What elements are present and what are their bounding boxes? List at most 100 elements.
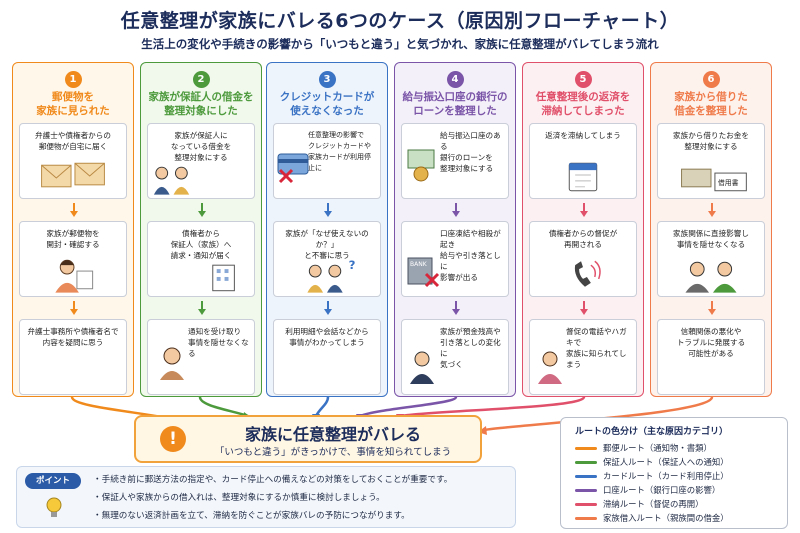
couple-icon xyxy=(153,166,190,195)
step-card: 家族が「なぜ使えないのか？」 と不審に思う ? xyxy=(273,221,381,297)
bank-icon: BANK xyxy=(407,257,440,288)
route-column-family-loan: 6 家族から借りた 借金を整理した 家族から借りたお金を 整理対象にする 借用書… xyxy=(650,62,772,397)
route-column-delinquency: 5 任意整理後の返済を 滞納してしまった 返済を滞納してしまう 債権者からの督促… xyxy=(522,62,644,397)
step-card: 弁護士や債権者からの 郵便物が自宅に届く xyxy=(19,123,127,199)
route-number: 4 xyxy=(446,71,464,88)
route-number: 2 xyxy=(192,71,210,88)
result-box: ! 家族に任意整理がバレる 「いつもと違う」がきっかけで、事情を知られてしまう xyxy=(134,415,482,463)
step-text: 債権者から 保証人（家族）へ 請求・通知が届く xyxy=(170,229,232,260)
arrow-down-icon xyxy=(580,301,588,315)
step-card: 家族が郵便物を 開封・確認する xyxy=(19,221,127,297)
legend-label: 郵便ルート（通知物・書類） xyxy=(603,443,712,453)
step-card: 督促の電話やハガキで 家族に知られてしまう xyxy=(529,319,637,395)
route-column-mail: 1 郵便物を 家族に見られた 弁護士や債権者からの 郵便物が自宅に届く 家族が郵… xyxy=(12,62,134,397)
step-text: 督促の電話やハガキで 家族に知られてしまう xyxy=(566,327,627,369)
legend-swatch xyxy=(575,447,597,450)
arrow-down-icon xyxy=(708,301,716,315)
step-text: 弁護士や債権者からの 郵便物が自宅に届く xyxy=(35,131,111,151)
legend-label: 口座ルート（銀行口座の影響） xyxy=(603,485,721,495)
step-text: 返済を滞納してしまう xyxy=(545,131,621,140)
route-title: 給与振込口座の銀行の ローンを整理した xyxy=(402,91,508,117)
surprised-man-icon xyxy=(410,351,434,384)
step-text: 利用明細や会話などから 事情がわかってしまう xyxy=(285,327,369,347)
bank-label: BANK xyxy=(410,261,428,268)
step-card: 通知を受け取り 事情を隠せなくなる xyxy=(147,319,255,395)
arrow-down-icon xyxy=(452,203,460,217)
anxious-woman-icon xyxy=(538,351,562,384)
legend-item: 滞納ルート（督促の再開） xyxy=(575,498,704,510)
route-number: 3 xyxy=(318,71,336,88)
step-text: 家族から借りたお金を 整理対象にする xyxy=(673,131,749,151)
warning-icon: ! xyxy=(160,426,186,452)
route-title: 任意整理後の返済を 滞納してしまった xyxy=(535,91,631,117)
relatives-icon xyxy=(685,261,737,293)
step-card: 弁護士事務所や債権者名で 内容を疑問に思う xyxy=(19,319,127,395)
step-text: 信頼関係の悪化や トラブルに発展する 可能性がある xyxy=(676,327,746,358)
step-text: 家族が郵便物を 開封・確認する xyxy=(46,229,100,249)
step-text: 家族が「なぜ使えないのか？」 と不審に思う xyxy=(285,229,369,260)
result-title: 家族に任意整理がバレる xyxy=(244,425,421,444)
calendar-icon xyxy=(568,162,598,192)
legend-title: ルートの色分け（主な原因カテゴリ） xyxy=(575,427,729,437)
step-card: 返済を滞納してしまう xyxy=(529,123,637,199)
step-card: 家族関係に直接影響し 事情を隠せなくなる xyxy=(657,221,765,297)
worried-person-icon xyxy=(160,347,184,380)
route-column-bank: 4 給与振込口座の銀行の ローンを整理した 給与振込口座のある 銀行のローンを … xyxy=(394,62,516,397)
legend-swatch xyxy=(575,475,597,478)
step-card: 債権者から 保証人（家族）へ 請求・通知が届く xyxy=(147,221,255,297)
step-card: 家族が預金残高や 引き落としの変化に 気づく xyxy=(401,319,509,395)
step-card: 口座凍結や相殺が起き 給与や引き落としに 影響が出る BANK xyxy=(401,221,509,297)
arrow-down-icon xyxy=(70,203,78,217)
route-column-guarantor: 2 家族が保証人の借金を 整理対象にした 家族が保証人に なっている借金を 整理… xyxy=(140,62,262,397)
lightbulb-icon xyxy=(46,497,62,517)
step-text: 口座凍結や相殺が起き 給与や引き落としに 影響が出る xyxy=(440,229,501,282)
step-text: 弁護士事務所や債権者名で 内容を疑問に思う xyxy=(27,327,119,347)
tip-item: ・保証人や家族からの借入れは、整理対象にするか慎重に検討しましょう。 xyxy=(93,493,385,503)
step-card: 家族が保証人に なっている借金を 整理対象にする xyxy=(147,123,255,199)
legend-item: 保証人ルート（保証人への通知） xyxy=(575,456,729,468)
person-reading-icon xyxy=(55,259,94,293)
step-text: 通知を受け取り 事情を隠せなくなる xyxy=(188,327,249,358)
legend-item: 口座ルート（銀行口座の影響） xyxy=(575,484,720,496)
legend-item: 郵便ルート（通知物・書類） xyxy=(575,442,712,454)
arrow-down-icon xyxy=(198,301,206,315)
route-title: 家族が保証人の借金を 整理対象にした xyxy=(148,91,254,117)
legend-item: カードルート（カード利用停止） xyxy=(575,470,729,482)
step-text: 任意整理の影響で クレジットカードや 家族カードが利用停止に xyxy=(308,131,371,172)
legend-swatch xyxy=(575,517,597,520)
legend-label: 滞納ルート（督促の再開） xyxy=(603,499,704,509)
step-card: 利用明細や会話などから 事情がわかってしまう xyxy=(273,319,381,395)
route-number: 1 xyxy=(64,71,82,88)
step-text: 家族が保証人に なっている借金を 整理対象にする xyxy=(170,131,232,162)
route-line-3 xyxy=(314,396,330,417)
tips-badge: ポイント xyxy=(25,473,81,489)
bond-label: 借用書 xyxy=(718,178,739,187)
bankbook-icon xyxy=(407,149,435,182)
tip-item: ・手続き前に郵送方法の指定や、カード停止への備えなどの対策をしておくことが重要で… xyxy=(93,475,453,485)
arrow-down-icon xyxy=(708,203,716,217)
step-card: 債権者からの督促が 再開される xyxy=(529,221,637,297)
building-icon xyxy=(212,264,235,292)
result-subtitle: 「いつもと違う」がきっかけで、事情を知られてしまう xyxy=(214,447,452,458)
step-text: 家族が預金残高や 引き落としの変化に 気づく xyxy=(440,327,501,369)
route-line-2 xyxy=(198,396,249,418)
arrow-down-icon xyxy=(580,203,588,217)
route-number: 5 xyxy=(574,71,592,88)
tips-box: ポイント ・手続き前に郵送方法の指定や、カード停止への備えなどの対策をしておくこ… xyxy=(16,466,516,528)
legend-label: 保証人ルート（保証人への通知） xyxy=(603,457,729,467)
family-question-icon: ? xyxy=(307,258,356,293)
envelope-icon xyxy=(41,162,105,188)
route-title: 郵便物を 家族に見られた xyxy=(36,91,110,117)
arrow-down-icon xyxy=(70,301,78,315)
route-title: 家族から借りた 借金を整理した xyxy=(674,91,748,117)
step-card: 給与振込口座のある 銀行のローンを 整理対象にする xyxy=(401,123,509,199)
money-bond-icon: 借用書 xyxy=(681,168,747,192)
step-text: 家族関係に直接影響し 事情を隠せなくなる xyxy=(673,229,749,249)
arrow-down-icon xyxy=(324,301,332,315)
legend-swatch xyxy=(575,461,597,464)
credit-card-icon xyxy=(277,153,309,184)
route-column-card: 3 クレジットカードが 使えなくなった 任意整理の影響で クレジットカードや 家… xyxy=(266,62,388,397)
question-mark: ? xyxy=(349,258,356,272)
legend-swatch xyxy=(575,489,597,492)
page-subtitle: 生活上の変化や手続きの影響から「いつもと違う」と気づかれ、家族に任意整理がバレて… xyxy=(141,37,659,51)
